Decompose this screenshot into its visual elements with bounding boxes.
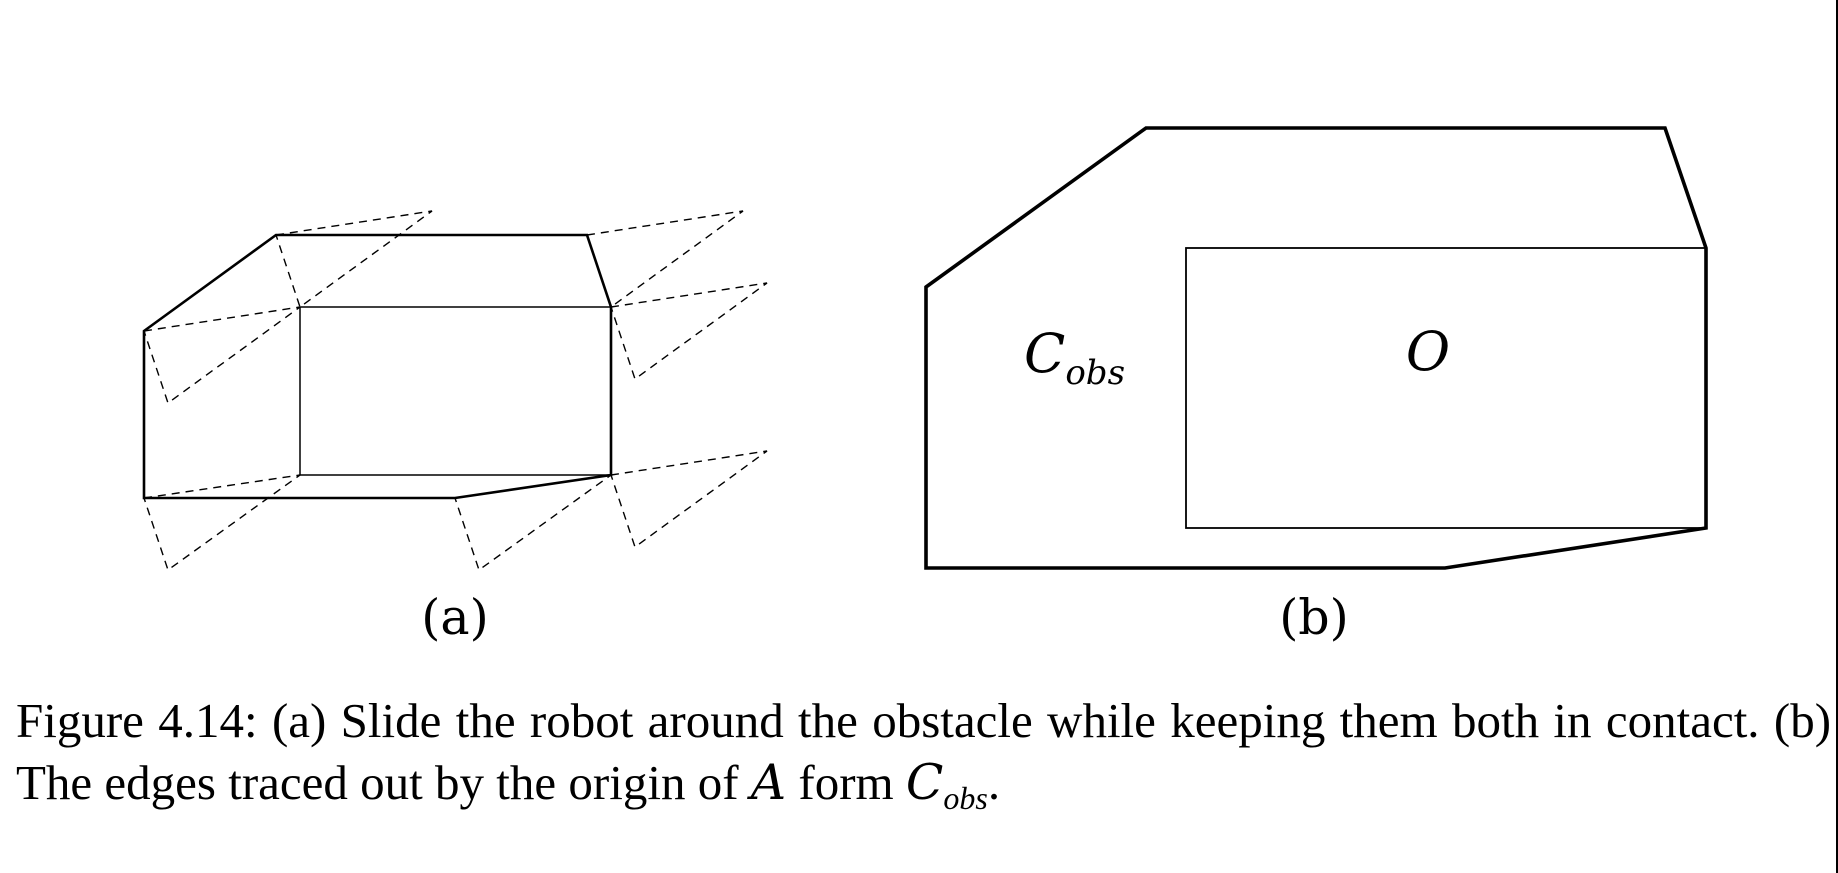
panel-b-cobs-label: Cobs [1024, 322, 1125, 393]
panel-a: (a) [142, 210, 768, 646]
panel-a-robot-placements [143, 210, 768, 572]
caption-end: . [987, 755, 1001, 810]
panel-b-obstacle-label: O [1406, 320, 1450, 383]
robot-placement [610, 450, 768, 549]
page-edge-rule [1836, 0, 1838, 873]
panel-b-obstacle [1185, 247, 1707, 529]
panel-b-label: (b) [1279, 589, 1349, 646]
figure-diagram: (a) Cobs O (b) [142, 126, 1708, 646]
caption-text-1: (a) Slide the robot around the obstacle … [16, 693, 1832, 810]
figure-caption: Figure 4.14: (a) Slide the robot around … [16, 690, 1831, 814]
panel-a-obstacle [299, 306, 612, 476]
panel-b: Cobs O (b) [924, 126, 1708, 646]
robot-placement [586, 210, 744, 309]
caption-cobs-symbol: C [905, 754, 944, 811]
robot-placement [275, 210, 433, 309]
panel-b-cobs-outline [924, 126, 1708, 570]
cobs-subscript: obs [1065, 353, 1125, 393]
caption-prefix: Figure 4.14: [16, 693, 258, 748]
caption-cobs-subscript: obs [943, 780, 988, 816]
panel-a-label: (a) [421, 589, 488, 646]
panel-a-cobs-outline [142, 233, 613, 500]
robot-placement [143, 474, 301, 572]
caption-robot-symbol: A [750, 754, 787, 811]
caption-text-2: form [798, 755, 894, 810]
robot-placement [143, 306, 301, 405]
robot-placement [610, 282, 768, 381]
cobs-symbol: C [1024, 322, 1065, 385]
robot-placement [454, 474, 612, 572]
